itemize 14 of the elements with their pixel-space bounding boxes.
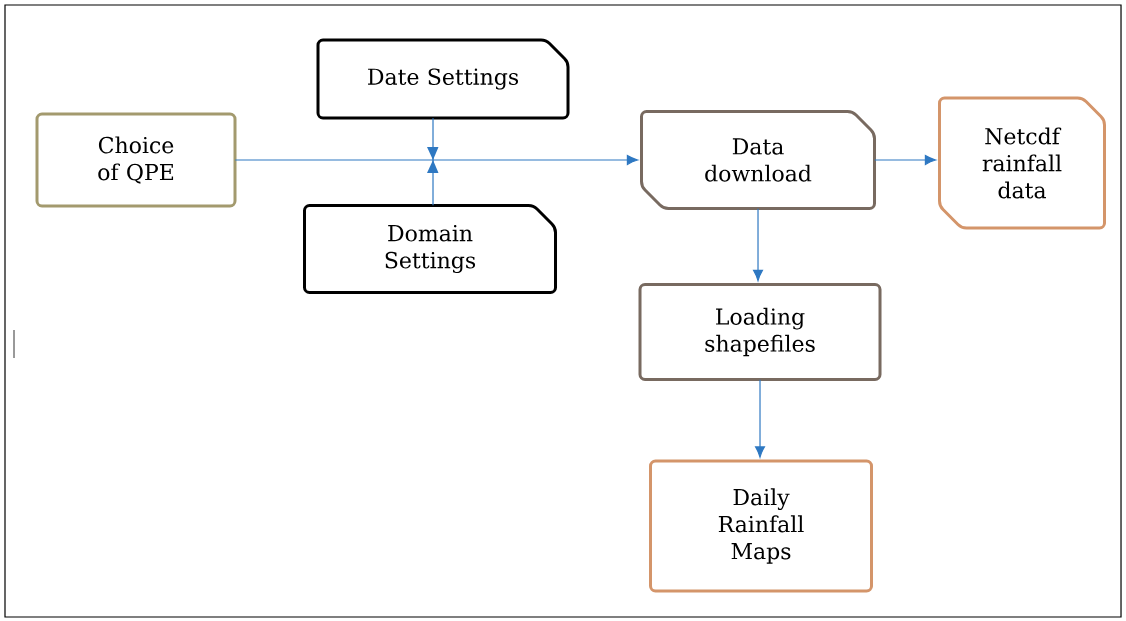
rounded-box: Daily Rainfall Maps — [649, 459, 873, 593]
arrow — [427, 159, 439, 206]
rounded-box: Choice of QPE — [35, 112, 237, 208]
snipped-box: Data download — [640, 110, 876, 210]
snipped-box: Netcdf rainfall data — [938, 96, 1106, 230]
line — [234, 159, 434, 161]
arrow — [753, 208, 763, 282]
arrow — [755, 379, 765, 458]
rounded-box: Loading shapefiles — [638, 283, 882, 381]
snipped-box: Domain Settings — [303, 204, 557, 294]
arrow — [874, 155, 937, 165]
arrow — [427, 117, 439, 161]
snipped-box: Date Settings — [316, 38, 570, 120]
arrow — [432, 155, 639, 165]
